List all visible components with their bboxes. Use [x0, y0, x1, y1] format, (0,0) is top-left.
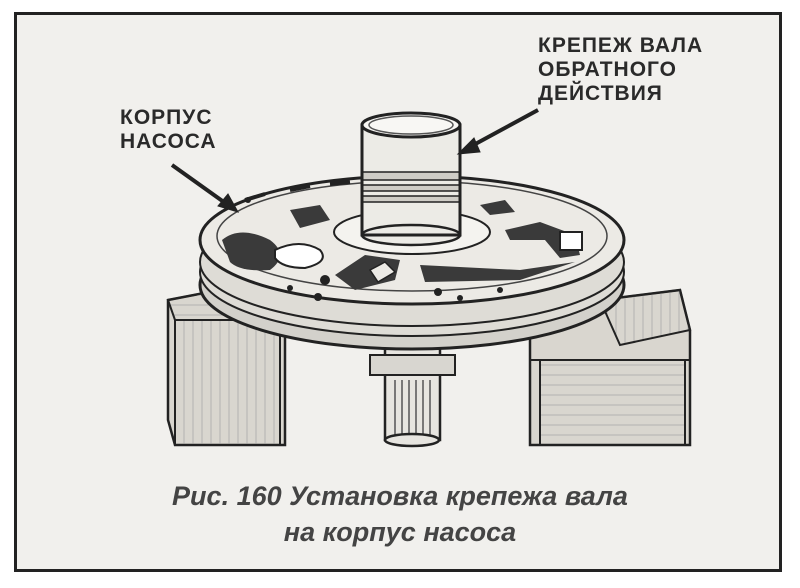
shaft-retainer-label: КРЕПЕЖ ВАЛА ОБРАТНОГО ДЕЙСТВИЯ [538, 34, 703, 106]
reaction-shaft-retainer [360, 111, 462, 247]
callout-arrows [170, 108, 539, 213]
pump-body-label: КОРПУС НАСОСА [120, 106, 217, 154]
figure-caption: Рис. 160 Установка крепежа вала на корпу… [0, 478, 800, 550]
pump-body-label-line1: КОРПУС [120, 106, 213, 129]
shaft-retainer-label-line2: ОБРАТНОГО [538, 58, 677, 81]
shaft-retainer-label-line3: ДЕЙСТВИЯ [538, 82, 663, 105]
pump-body-label-line2: НАСОСА [120, 130, 217, 153]
shaft-retainer-label-line1: КРЕПЕЖ ВАЛА [538, 34, 704, 57]
figure-caption-line1: Рис. 160 Установка крепежа вала [172, 481, 628, 511]
pump-body-plate [198, 174, 626, 351]
figure-caption-line2: на корпус насоса [283, 517, 517, 547]
